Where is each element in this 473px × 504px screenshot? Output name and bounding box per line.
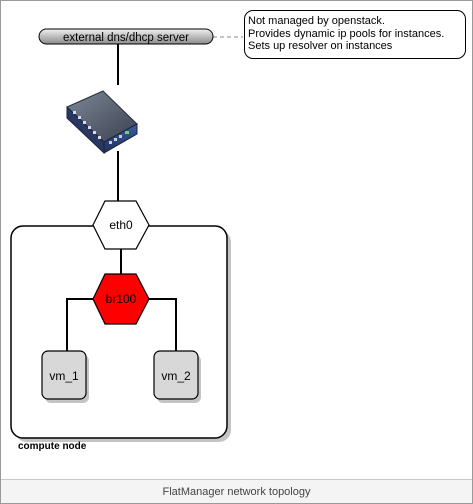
caption-bar — [1, 479, 472, 503]
network-switch-icon — [66, 90, 138, 155]
vm-2-node: vm_2 — [153, 350, 201, 403]
link-br100-vm2 — [149, 298, 177, 351]
br100-label: br100 — [106, 292, 137, 306]
compute-node-label: compute node — [18, 441, 87, 452]
link-br100-vm1 — [66, 298, 93, 351]
eth0-interface: eth0 — [92, 200, 150, 250]
dns-server-label: external dns/dhcp server — [63, 32, 189, 44]
vm-1-label: vm_1 — [49, 369, 79, 383]
eth0-label: eth0 — [109, 218, 133, 232]
note-box: Not managed by openstack. Provides dynam… — [244, 10, 466, 59]
note-line: Provides dynamic ip pools for instances. — [248, 27, 445, 40]
note-line: Not managed by openstack. — [248, 15, 385, 27]
br100-bridge: br100 — [92, 273, 150, 325]
vm-1-node: vm_1 — [41, 350, 89, 403]
diagram-caption: FlatManager network topology — [162, 486, 311, 498]
compute-node-box — [10, 225, 228, 439]
vm-2-label: vm_2 — [161, 369, 191, 383]
note-line: Sets up resolver on instances — [248, 40, 393, 52]
dns-server-node: external dns/dhcp server — [38, 28, 214, 45]
